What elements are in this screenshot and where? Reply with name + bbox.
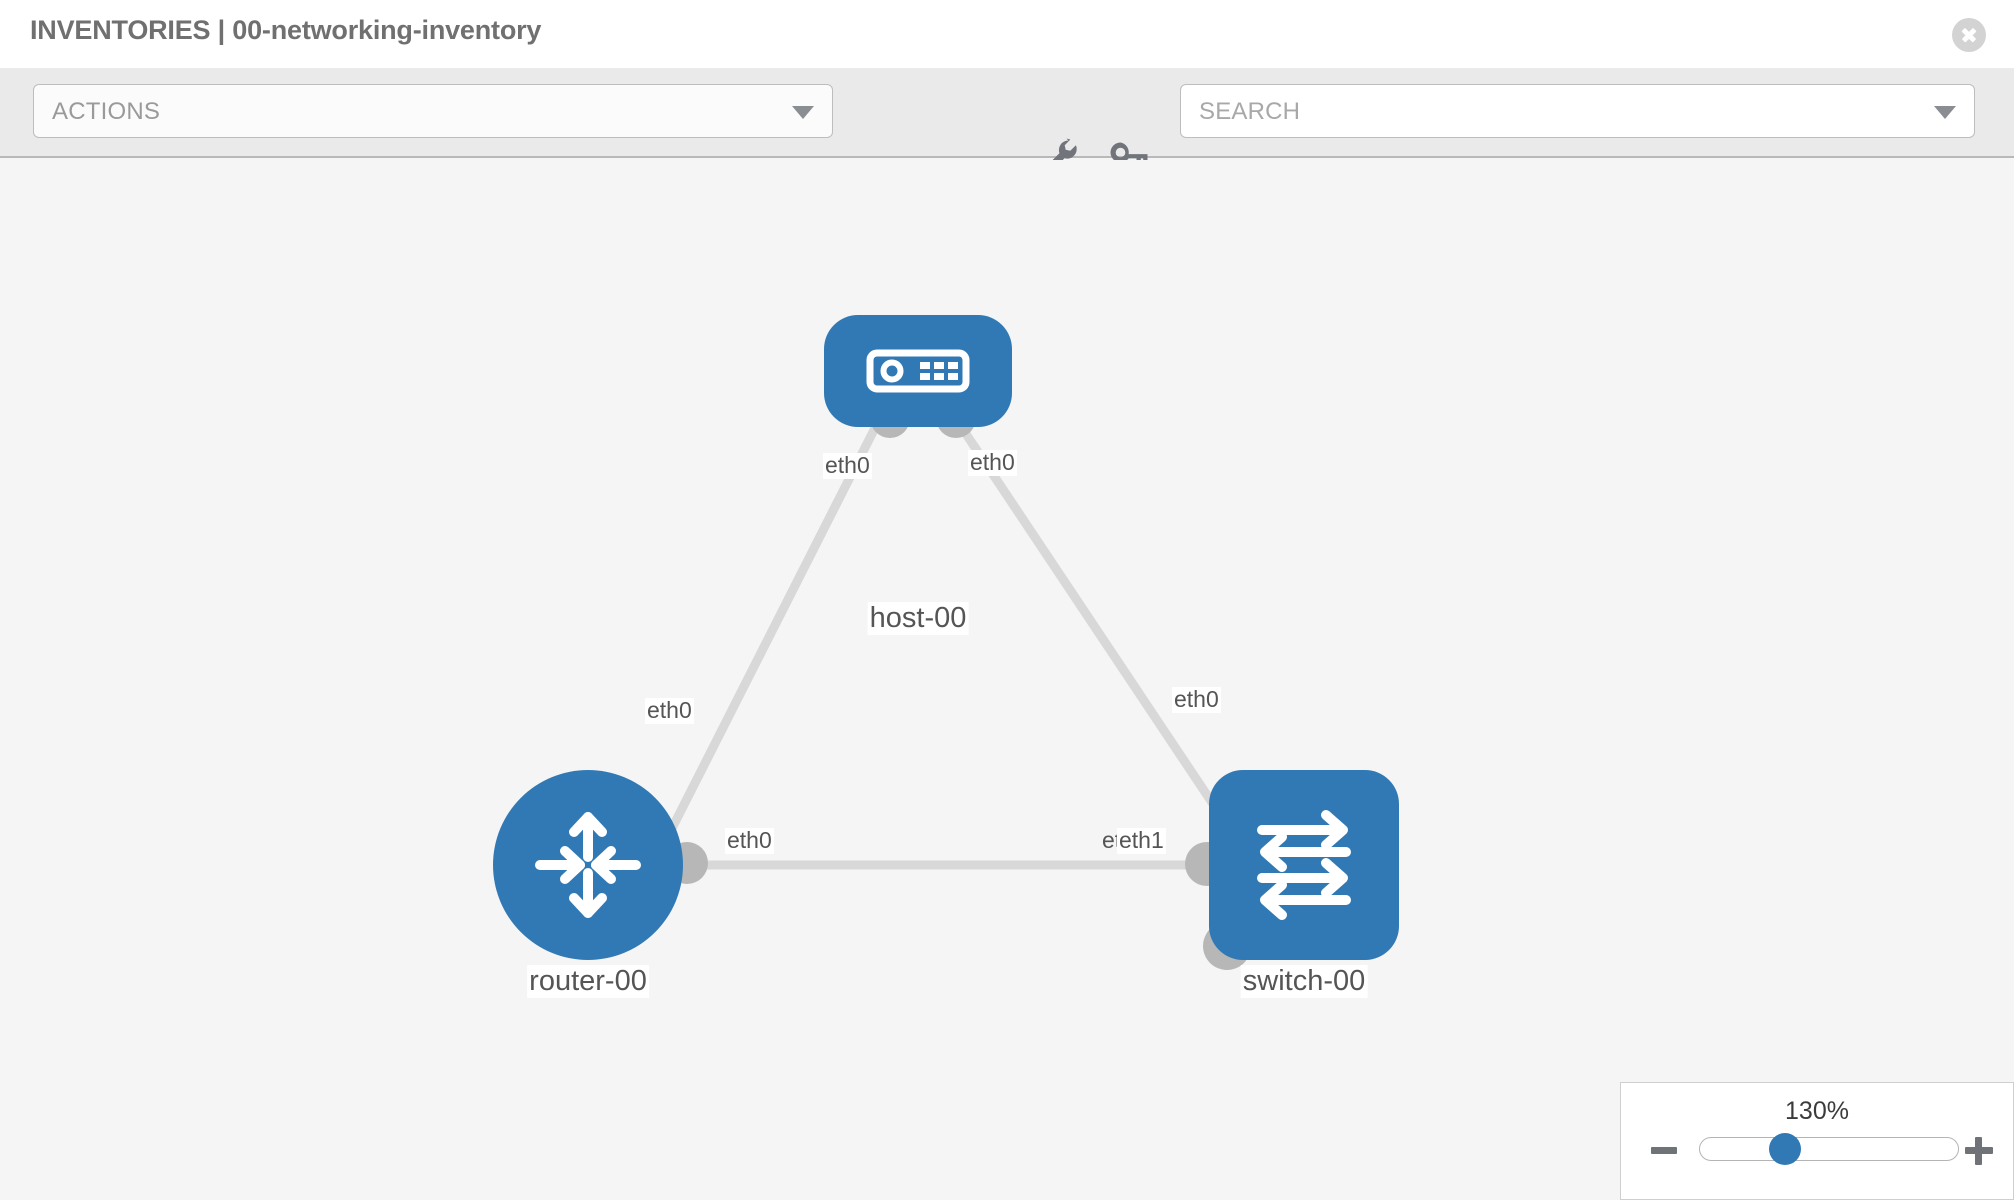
actions-dropdown[interactable]: ACTIONS xyxy=(33,84,833,138)
chevron-down-icon[interactable] xyxy=(1934,106,1956,119)
node-switch-00[interactable]: switch-00 xyxy=(1209,770,1399,998)
edge-label-host-left: eth0 xyxy=(823,452,872,479)
close-icon[interactable] xyxy=(1952,18,1986,52)
node-switch-shape xyxy=(1209,770,1399,960)
server-icon xyxy=(866,349,970,393)
node-host-00[interactable]: host-00 xyxy=(824,315,1012,635)
chevron-down-icon xyxy=(792,106,814,119)
topology-links xyxy=(655,419,1241,870)
node-router-shape xyxy=(493,770,683,960)
key-icon[interactable] xyxy=(1105,134,1149,178)
link-host-router xyxy=(655,419,883,855)
edge-label-host-right: eth0 xyxy=(968,449,1017,476)
actions-dropdown-label: ACTIONS xyxy=(52,98,161,125)
edge-label-router-right: eth0 xyxy=(725,827,774,854)
search-input[interactable]: SEARCH xyxy=(1180,84,1975,138)
zoom-slider-thumb[interactable] xyxy=(1769,1133,1801,1165)
zoom-in-button[interactable] xyxy=(1963,1135,1993,1165)
page-title: INVENTORIES | 00-networking-inventory xyxy=(30,15,542,45)
node-router-00-label: router-00 xyxy=(527,965,649,998)
zoom-level-value: 130% xyxy=(1785,1097,1849,1125)
zoom-out-button[interactable] xyxy=(1649,1135,1679,1165)
switch-arrows-icon xyxy=(1257,810,1351,920)
zoom-slider-track[interactable] xyxy=(1699,1137,1959,1161)
node-switch-00-label: switch-00 xyxy=(1240,965,1368,998)
search-placeholder: SEARCH xyxy=(1199,98,1301,125)
node-host-shape xyxy=(824,315,1012,427)
router-arrows-icon xyxy=(535,812,641,918)
zoom-control-panel: 130% xyxy=(1620,1082,2014,1200)
node-host-00-label: host-00 xyxy=(867,602,969,635)
link-host-switch xyxy=(954,419,1241,843)
toolbar: ACTIONS SEARCH xyxy=(0,68,2014,173)
node-router-00[interactable]: router-00 xyxy=(493,770,683,998)
title-bar: INVENTORIES | 00-networking-inventory xyxy=(0,0,2014,68)
edge-label-switch-up: eth0 xyxy=(1172,686,1221,713)
topology-canvas[interactable]: host-00 xyxy=(0,160,2014,1200)
edge-label-router-up: eth0 xyxy=(645,697,694,724)
edge-label-switch-left: eth1 xyxy=(1117,827,1166,854)
